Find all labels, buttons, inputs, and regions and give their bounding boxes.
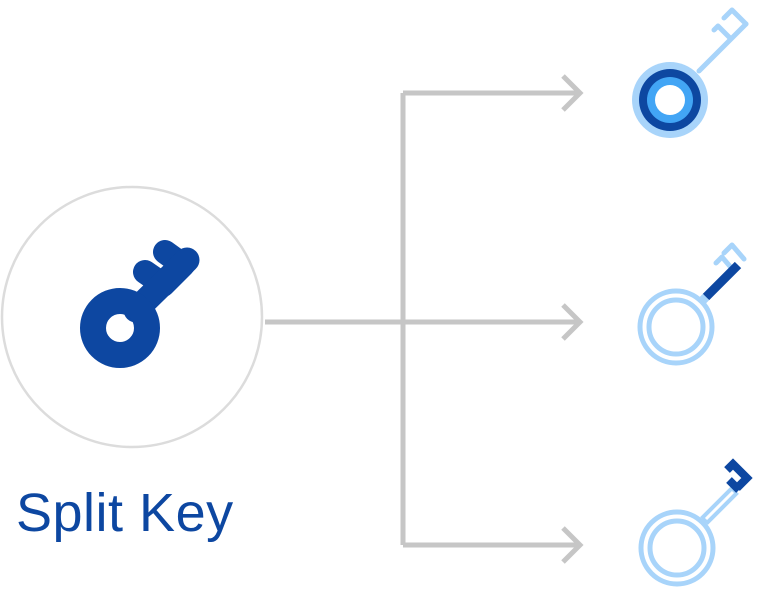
key-part-shaft-icon	[637, 242, 747, 366]
key-icon	[80, 240, 200, 368]
arrowhead-top	[561, 74, 584, 112]
arrowhead-middle	[561, 303, 584, 341]
split-key-label: Split Key	[16, 483, 234, 543]
arrowhead-bottom	[561, 526, 584, 564]
split-connectors	[265, 74, 584, 564]
key-part-bit-icon	[638, 458, 753, 587]
key-part-ring-icon	[632, 7, 749, 138]
